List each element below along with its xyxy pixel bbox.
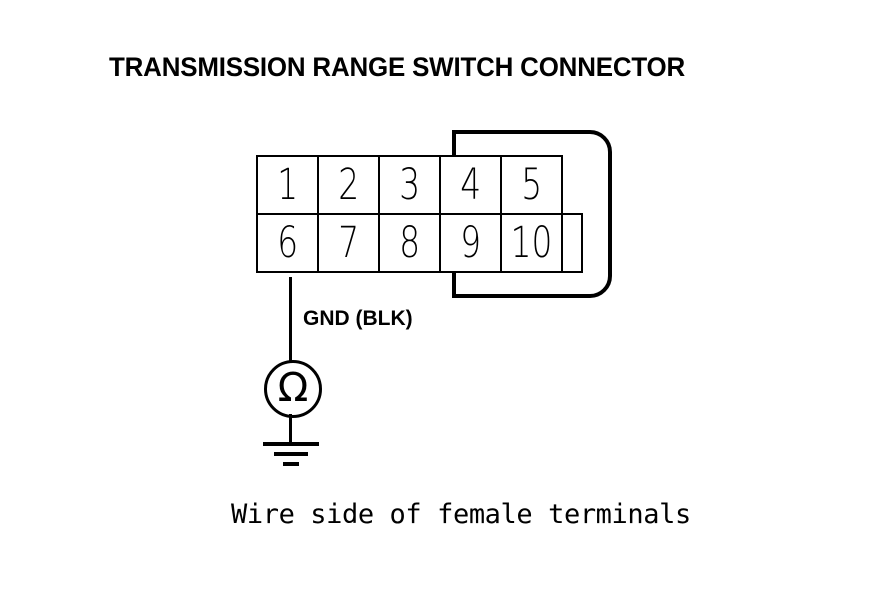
pin-cell-6[interactable]: 6	[256, 213, 319, 273]
pin-cell-7[interactable]: 7	[317, 213, 380, 273]
ground-wire-label: GND (BLK)	[303, 307, 413, 330]
ohm-symbol: Ω	[277, 365, 309, 411]
pin-label-10: 10	[510, 218, 553, 268]
pin-cell-4[interactable]: 4	[439, 155, 502, 215]
ground-wire-from-pin-6	[289, 277, 292, 363]
pin-grid: 1 2 3 4 5 6 7	[256, 155, 583, 273]
pin-label-8: 8	[399, 218, 420, 268]
ohmmeter-circle	[264, 360, 322, 418]
pin-label-3: 3	[399, 160, 420, 210]
pin-label-4: 4	[460, 160, 481, 210]
ground-bar-1	[263, 442, 319, 446]
pin-cell-8[interactable]: 8	[378, 213, 441, 273]
pin-row-top: 1 2 3 4 5	[256, 155, 581, 215]
pin-label-7: 7	[338, 218, 359, 268]
pin-label-6: 6	[277, 218, 298, 268]
earth-ground-icon	[262, 442, 320, 468]
pin-label-9: 9	[460, 218, 481, 268]
pin-cell-blank	[561, 213, 583, 273]
pin-label-5: 5	[521, 160, 542, 210]
pin-cell-1[interactable]: 1	[256, 155, 319, 215]
pin-row-bottom: 6 7 8 9 10	[256, 213, 583, 273]
pin-label-1: 1	[277, 160, 298, 210]
connector-assembly: 1 2 3 4 5 6 7	[250, 122, 630, 312]
diagram-caption: Wire side of female terminals	[231, 499, 691, 530]
page-title: TRANSMISSION RANGE SWITCH CONNECTOR	[109, 52, 686, 82]
pin-cell-10[interactable]: 10	[500, 213, 563, 273]
pin-cell-3[interactable]: 3	[378, 155, 441, 215]
pin-cell-5[interactable]: 5	[500, 155, 563, 215]
pin-cell-2[interactable]: 2	[317, 155, 380, 215]
ground-bar-2	[274, 452, 308, 456]
pin-cell-9[interactable]: 9	[439, 213, 502, 273]
meter-to-ground-wire	[289, 414, 292, 444]
ground-bar-3	[283, 462, 299, 466]
ohmmeter-icon: Ω	[264, 360, 322, 418]
pin-label-2: 2	[338, 160, 359, 210]
